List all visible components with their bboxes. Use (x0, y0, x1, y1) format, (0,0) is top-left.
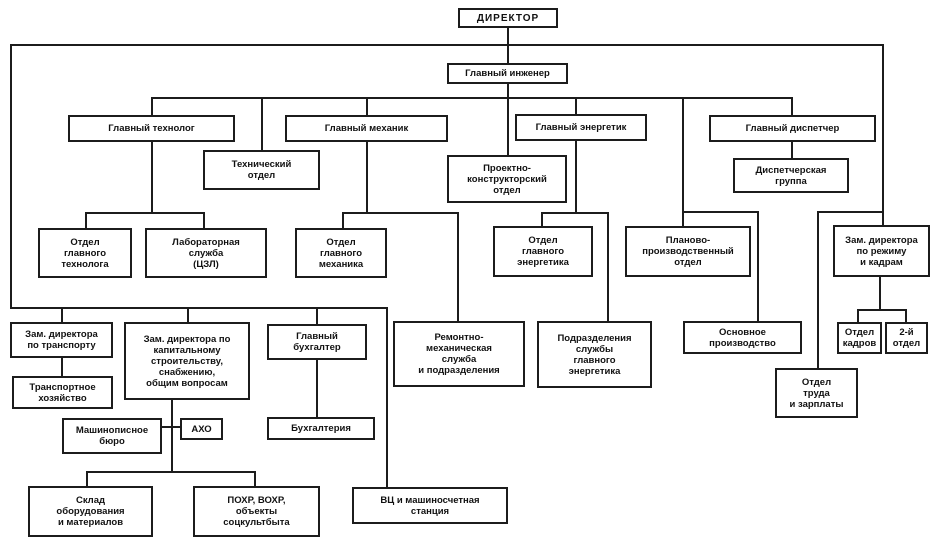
connector (507, 28, 509, 64)
connector (575, 97, 577, 117)
connector (817, 211, 819, 370)
connector (10, 307, 388, 309)
node-repair-service: Ремонтно- механическая служба и подразде… (393, 321, 525, 387)
node-personnel-dept: Отдел кадров (837, 322, 882, 354)
connector (316, 358, 318, 419)
node-lab-service: Лабораторная служба (ЦЗЛ) (145, 228, 267, 278)
connector (151, 140, 153, 214)
connector (507, 97, 509, 157)
node-chief-mechanic: Главный механик (285, 115, 448, 142)
connector (791, 140, 793, 160)
node-computing-center: ВЦ и машиносчетная станция (352, 487, 508, 524)
connector (541, 212, 543, 228)
node-chief-accountant: Главный бухгалтер (267, 324, 367, 360)
connector (857, 309, 859, 324)
connector (171, 398, 173, 473)
node-accounting: Бухгалтерия (267, 417, 375, 440)
node-planning-dept: Планово- производственный отдел (625, 226, 751, 277)
node-deputy-construction: Зам. директора по капитальному строитель… (124, 322, 250, 400)
node-director: ДИРЕКТОР (458, 8, 558, 28)
connector (152, 97, 793, 99)
connector (61, 356, 63, 378)
connector (791, 97, 793, 117)
node-pohr: ПОХР, ВОХР, объекты соцкультбыта (193, 486, 320, 537)
node-power-subdivisions: Подразделения службы главного энергетика (537, 321, 652, 388)
connector (187, 307, 189, 324)
node-chief-power-dept: Отдел главного энергетика (493, 226, 593, 277)
connector (61, 307, 63, 324)
connector (85, 212, 205, 214)
connector (10, 44, 12, 309)
connector (817, 211, 884, 213)
node-second-dept: 2-й отдел (885, 322, 928, 354)
node-main-production: Основное производство (683, 321, 802, 354)
connector (10, 44, 884, 46)
connector (879, 275, 881, 311)
connector (254, 471, 256, 488)
connector (457, 212, 459, 323)
node-aho: АХО (180, 418, 223, 440)
connector (342, 212, 459, 214)
connector (342, 212, 344, 230)
connector (151, 97, 153, 117)
node-design-dept: Проектно- конструкторский отдел (447, 155, 567, 203)
node-chief-technologist: Главный технолог (68, 115, 235, 142)
node-technical-dept: Технический отдел (203, 150, 320, 190)
connector (85, 212, 87, 230)
connector (882, 44, 884, 227)
connector (203, 212, 205, 230)
node-transport-facility: Транспортное хозяйство (12, 376, 113, 409)
node-deputy-transport: Зам. директора по транспорту (10, 322, 113, 358)
node-dispatch-group: Диспетчерская группа (733, 158, 849, 193)
node-chief-technologist-dept: Отдел главного технолога (38, 228, 132, 278)
connector (857, 309, 907, 311)
connector (261, 97, 263, 152)
node-chief-power-engineer: Главный энергетик (515, 114, 647, 141)
connector (575, 139, 577, 214)
connector (316, 307, 318, 326)
node-warehouse: Склад оборудования и материалов (28, 486, 153, 537)
connector (366, 97, 368, 117)
connector (607, 212, 609, 323)
connector (905, 309, 907, 324)
connector (366, 140, 368, 214)
node-deputy-regime: Зам. директора по режиму и кадрам (833, 225, 930, 277)
connector (507, 84, 509, 98)
node-labor-dept: Отдел труда и зарплаты (775, 368, 858, 418)
connector (386, 307, 388, 489)
connector (682, 97, 684, 228)
node-typing-bureau: Машинописное бюро (62, 418, 162, 454)
node-chief-engineer: Главный инженер (447, 63, 568, 84)
connector (86, 471, 88, 488)
connector (757, 211, 759, 323)
node-chief-mechanic-dept: Отдел главного механика (295, 228, 387, 278)
node-chief-dispatcher: Главный диспетчер (709, 115, 876, 142)
connector (682, 211, 759, 213)
